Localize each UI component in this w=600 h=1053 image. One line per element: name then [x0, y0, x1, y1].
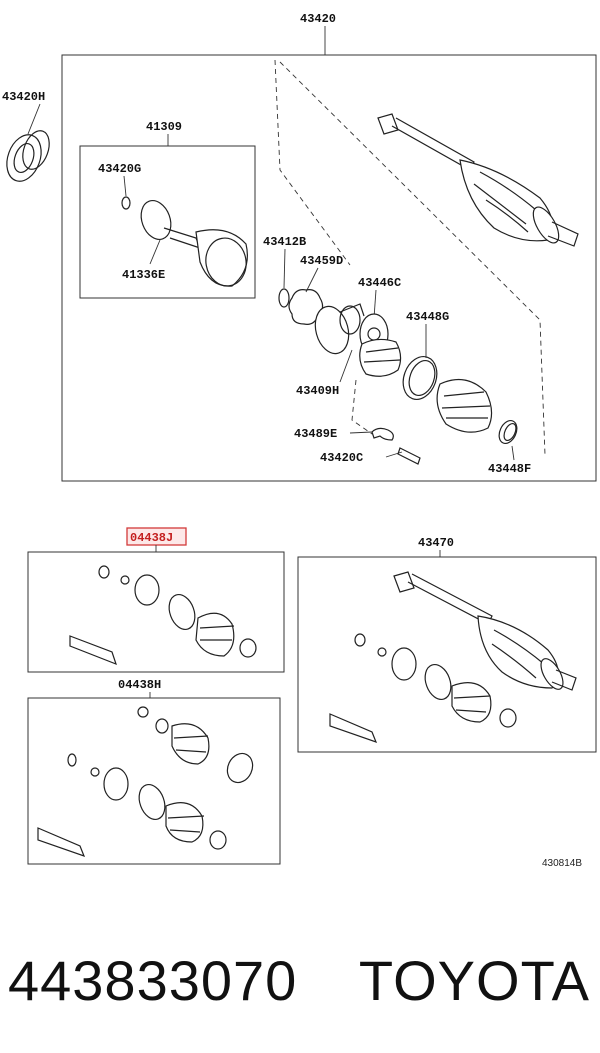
assembly-43470: 43470: [297, 536, 597, 753]
label-43409H[interactable]: 43409H: [296, 384, 339, 398]
diagram-id: 430814B: [542, 858, 582, 869]
label-43420[interactable]: 43420: [300, 12, 336, 26]
assembly-43420: 43420 43420H 41309 43420G: [2, 12, 597, 482]
label-43420H[interactable]: 43420H: [2, 90, 45, 104]
label-43446C[interactable]: 43446C: [358, 276, 401, 290]
kit-04438H: 04438H: [27, 678, 281, 865]
brand-name: TOYOTA: [358, 948, 590, 1012]
assembly-43420-frame: [61, 54, 597, 482]
label-41336E[interactable]: 41336E: [122, 268, 165, 282]
assembly-41309: 41309 43420G 41336E: [79, 120, 256, 299]
label-43489E[interactable]: 43489E: [294, 427, 337, 441]
clamp-43448F: [498, 420, 518, 444]
label-04438J[interactable]: 04438J: [130, 531, 173, 545]
kit-04438H-frame: [27, 697, 281, 865]
kit-04438J: 04438J: [27, 527, 285, 673]
boot-43446C: [359, 338, 402, 377]
boot-43447: [436, 378, 493, 433]
part-number: 443833070: [8, 948, 298, 1012]
label-43420C[interactable]: 43420C: [320, 451, 363, 465]
label-04438H[interactable]: 04438H: [118, 678, 161, 692]
label-43448G[interactable]: 43448G: [406, 310, 449, 324]
drive-shaft-43420: [377, 113, 579, 247]
assembly-43470-frame: [297, 556, 597, 753]
label-43459D[interactable]: 43459D: [300, 254, 343, 268]
assembly-41309-frame: [79, 145, 256, 299]
clamp-43448G: [402, 356, 438, 400]
label-43470[interactable]: 43470: [418, 536, 454, 550]
snap-ring-43412B: [278, 288, 290, 308]
bolt-43420C: [397, 447, 421, 465]
ring-43489E: [371, 427, 394, 441]
label-43448F[interactable]: 43448F: [488, 462, 531, 476]
part-footer: 443833070 TOYOTA: [0, 925, 600, 1035]
label-41309[interactable]: 41309: [146, 120, 182, 134]
parts-diagram: 43420 43420H 41309 43420G: [2, 12, 597, 869]
seal-43420H: 43420H: [2, 90, 50, 182]
label-43412B[interactable]: 43412B: [263, 235, 306, 249]
label-43420G[interactable]: 43420G: [98, 162, 141, 176]
highlight-box: [126, 527, 187, 546]
kit-04438J-frame: [27, 551, 285, 673]
